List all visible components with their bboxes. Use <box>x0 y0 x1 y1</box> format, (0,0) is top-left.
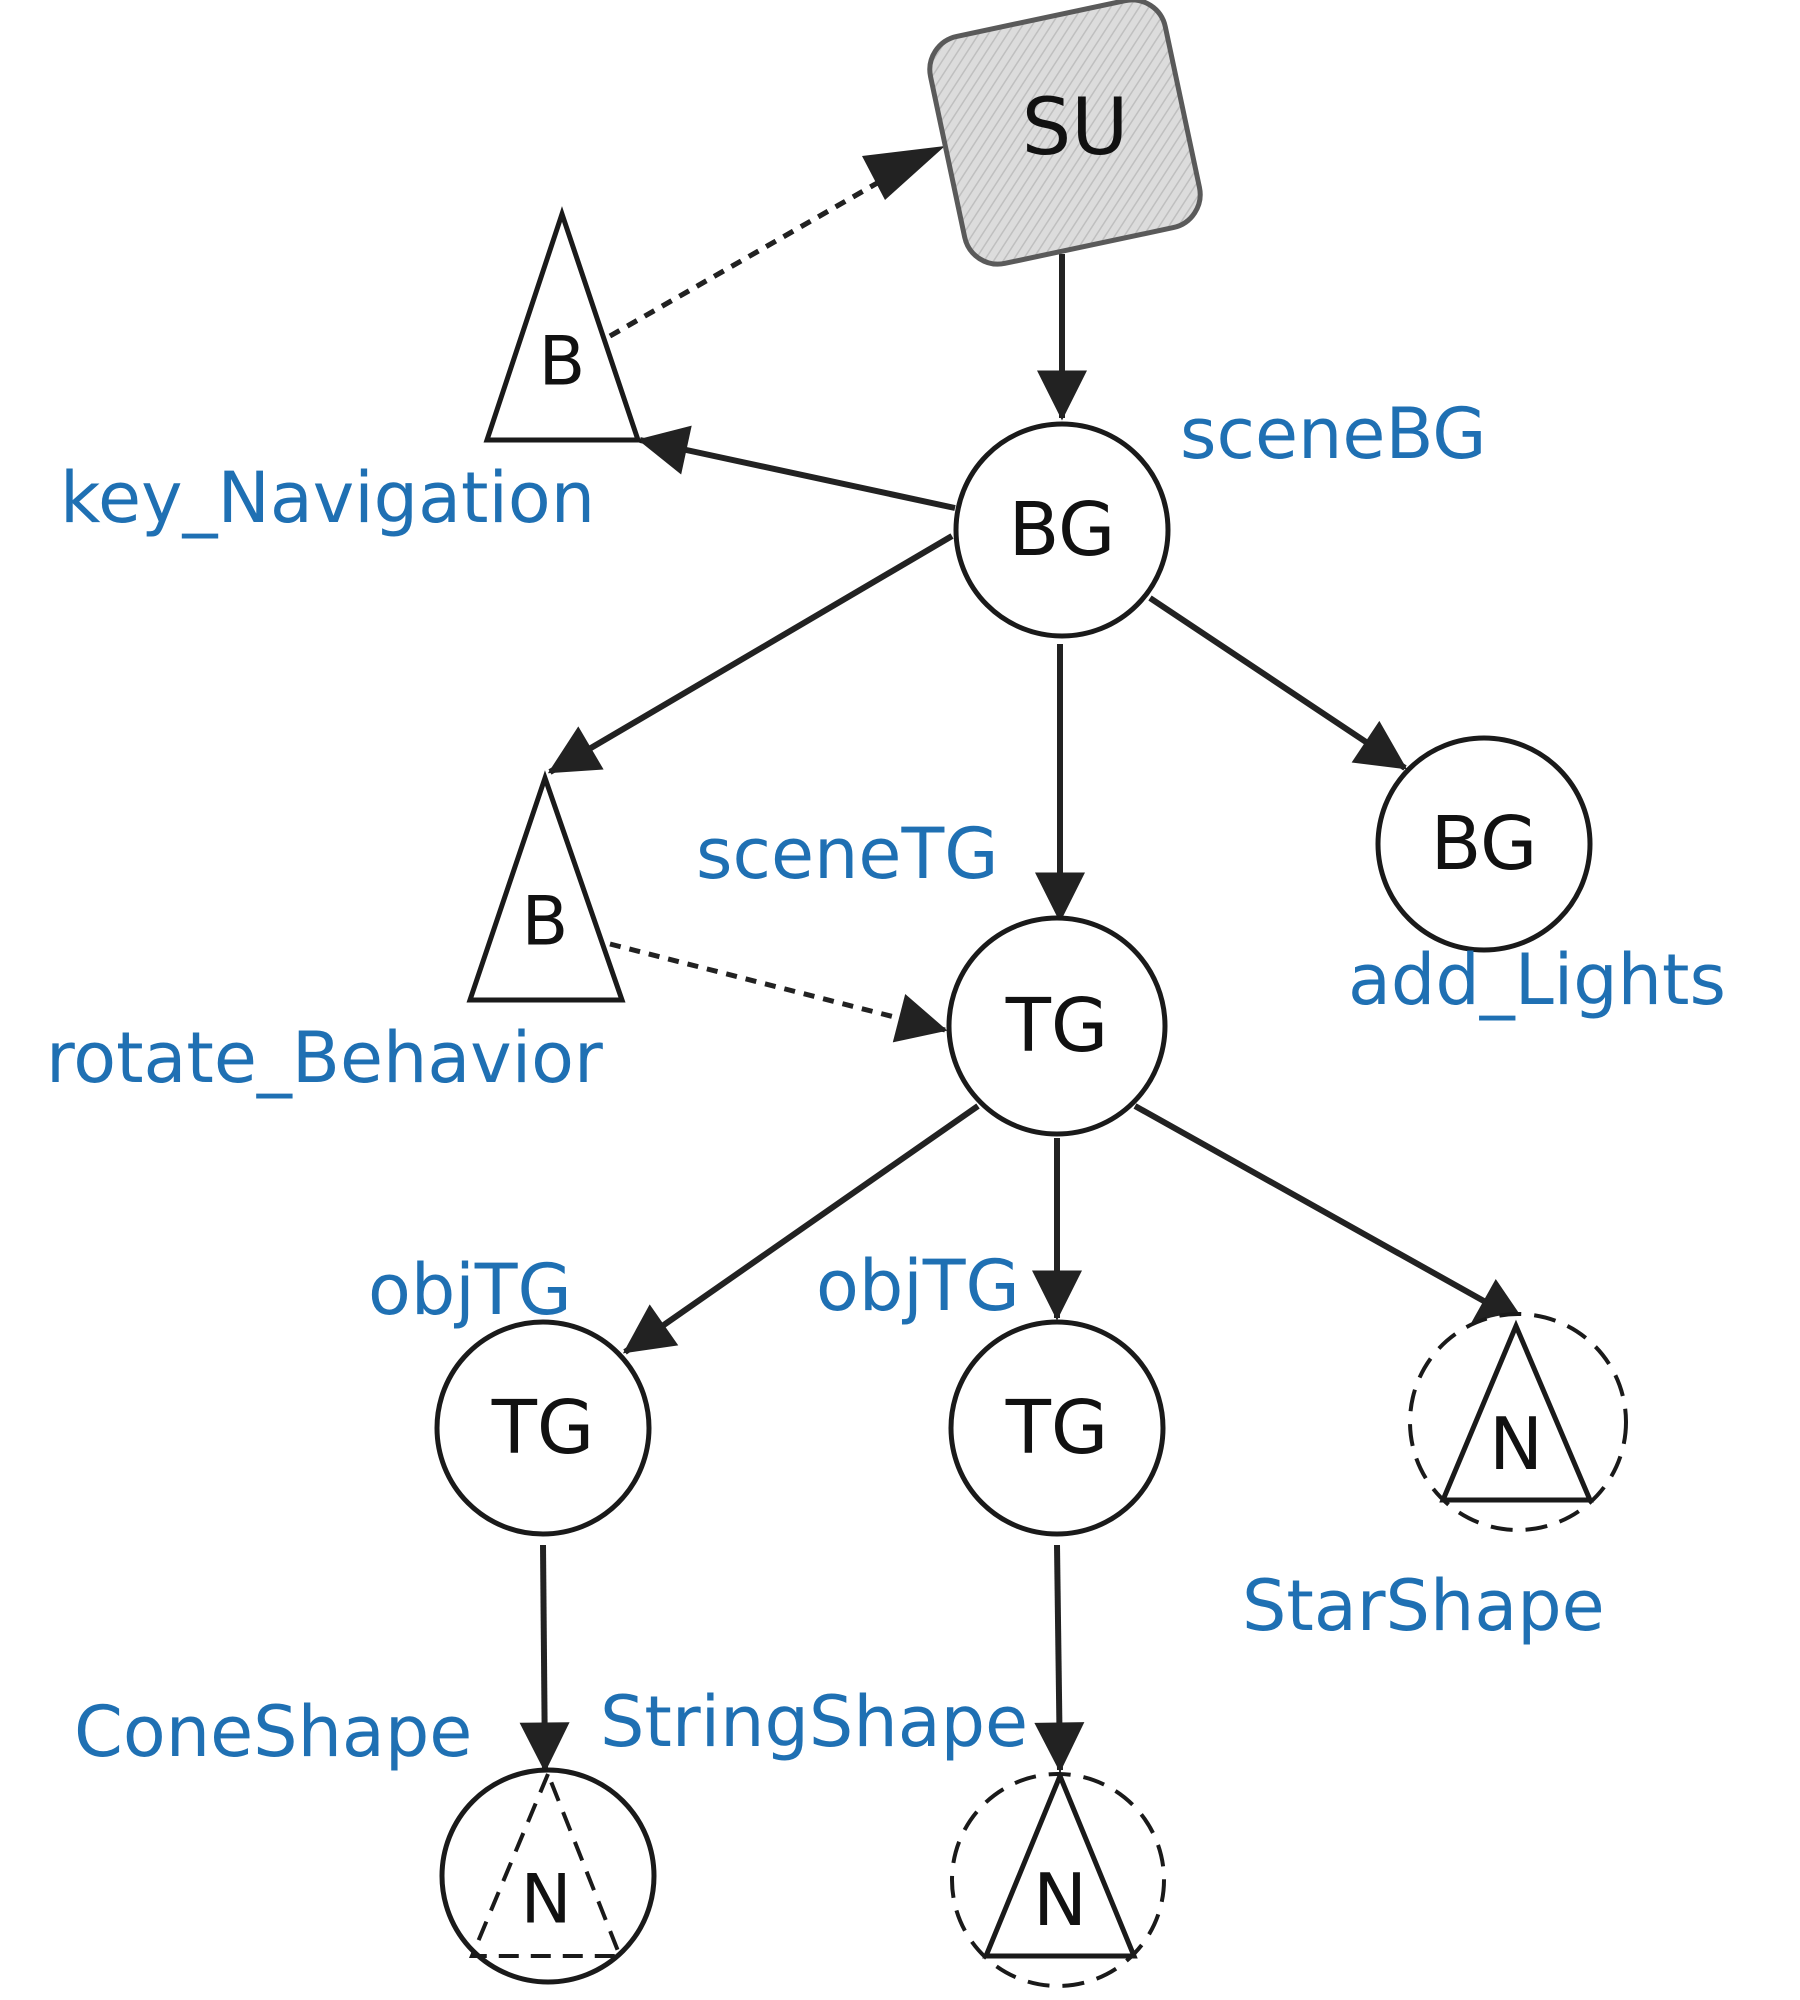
lights-bg-node <box>1375 735 1593 953</box>
scene-bg-node-label: BG <box>1009 487 1116 573</box>
su-node-shape <box>927 0 1203 267</box>
key-behavior-node-label: B <box>539 323 586 402</box>
string-shape-node-label: N <box>1033 1858 1087 1942</box>
label-scene-tg: sceneTG <box>696 813 998 895</box>
su-node-label: SU <box>1022 83 1129 173</box>
label-add-lights: add_Lights <box>1348 939 1726 1021</box>
label-obj-tg-left: objTG <box>368 1249 572 1331</box>
rotate-behavior-node-label: B <box>522 883 569 962</box>
obj-tg-left-node-label: TG <box>491 1385 595 1471</box>
label-obj-tg-mid: objTG <box>816 1245 1020 1327</box>
cone-shape-node <box>468 1768 623 1958</box>
star-shape-node <box>1439 1319 1594 1503</box>
label-string-shape: StringShape <box>600 1681 1028 1763</box>
scene-tg-node-label: TG <box>1005 983 1109 1069</box>
label-star-shape: StarShape <box>1242 1565 1605 1647</box>
scene-tg-node <box>946 915 1168 1137</box>
edge-scene-tg-to-star-shape <box>1133 1103 1528 1327</box>
star-shape-node-label: N <box>1489 1402 1543 1486</box>
edge-scene-tg-to-obj-tg-left <box>622 1103 980 1355</box>
lights-bg-node-label: BG <box>1431 801 1538 887</box>
label-rotate-behavior: rotate_Behavior <box>46 1017 603 1099</box>
arrowhead-to-su <box>862 146 945 200</box>
edge-scene-bg-to-key-behavior <box>637 425 956 511</box>
label-cone-shape: ConeShape <box>74 1691 472 1773</box>
obj-tg-mid-node <box>948 1319 1166 1537</box>
edge-scene-bg-to-rotate-behavior <box>547 533 954 775</box>
rotate-behavior-node <box>466 770 626 1003</box>
edge-obj-tg-left-to-cone-shape <box>519 1544 570 1773</box>
key-behavior-node <box>483 206 642 443</box>
edge-scene-bg-to-lights-bg <box>1148 595 1408 771</box>
edge-rotate-behavior-to-scene-tg <box>609 941 948 1043</box>
cone-shape-node-ring <box>439 1767 657 1985</box>
label-scene-bg: sceneBG <box>1180 393 1487 475</box>
string-shape-node <box>982 1769 1138 1959</box>
obj-tg-mid-node-label: TG <box>1005 1385 1109 1471</box>
edge-obj-tg-mid-to-string-shape <box>1034 1544 1085 1773</box>
label-key-navigation: key_Navigation <box>60 457 595 539</box>
edge-su-to-b <box>608 167 902 339</box>
cone-shape-node-label: N <box>521 1861 572 1940</box>
edges <box>519 167 1528 1773</box>
scene-bg-node <box>953 421 1171 639</box>
obj-tg-left-node <box>434 1319 652 1537</box>
su-node <box>927 0 1203 267</box>
